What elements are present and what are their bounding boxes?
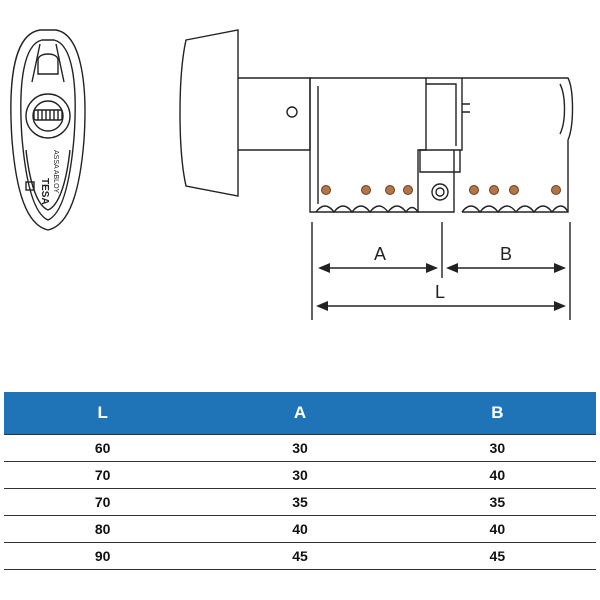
table-cell: 45 bbox=[201, 542, 399, 570]
table-cell: 70 bbox=[4, 488, 202, 516]
table-cell: 40 bbox=[398, 515, 596, 543]
thumb-turn-knob bbox=[179, 29, 239, 197]
table-row: 70 30 40 bbox=[4, 461, 596, 489]
table-cell: 30 bbox=[201, 434, 399, 462]
table-cell: 30 bbox=[398, 434, 596, 462]
column-header-b: B bbox=[491, 403, 504, 422]
cylinder-front-view bbox=[10, 29, 86, 231]
table-cell: 90 bbox=[4, 542, 202, 570]
dimension-label-a: A bbox=[374, 244, 386, 264]
table-row: 80 40 40 bbox=[4, 515, 596, 543]
table-cell: 30 bbox=[201, 461, 399, 489]
dimension-label-b: B bbox=[500, 244, 512, 264]
column-header-a: A bbox=[293, 403, 307, 422]
table-cell: 40 bbox=[201, 515, 399, 543]
table-row: 60 30 30 bbox=[4, 434, 596, 462]
dimensions-table: L A B 60 30 30 70 30 40 70 35 35 80 40 4… bbox=[4, 392, 596, 570]
table-cell: 35 bbox=[201, 488, 399, 516]
column-header-l: L bbox=[97, 403, 108, 422]
brand-logo-text: TESA bbox=[39, 178, 50, 205]
cam bbox=[418, 77, 463, 213]
table-cell: 60 bbox=[4, 434, 202, 462]
dimension-lines bbox=[311, 222, 571, 320]
table-cell: 40 bbox=[398, 461, 596, 489]
brand-sub-text: ASSA ABLOY bbox=[52, 150, 59, 194]
dimension-label-l: L bbox=[435, 282, 445, 302]
pin-balls bbox=[321, 185, 561, 195]
table-cell: 70 bbox=[4, 461, 202, 489]
cylinder-side-view bbox=[179, 29, 574, 214]
cylinder-technical-drawing: TESA ASSA ABLOY bbox=[10, 29, 574, 320]
table-cell: 45 bbox=[398, 542, 596, 570]
screw-hole bbox=[286, 106, 298, 118]
table-cell: 80 bbox=[4, 515, 202, 543]
table-cell: 35 bbox=[398, 488, 596, 516]
table-row: 90 45 45 bbox=[4, 542, 596, 570]
table-row: 70 35 35 bbox=[4, 488, 596, 516]
table-header-row: L A B bbox=[4, 392, 596, 435]
